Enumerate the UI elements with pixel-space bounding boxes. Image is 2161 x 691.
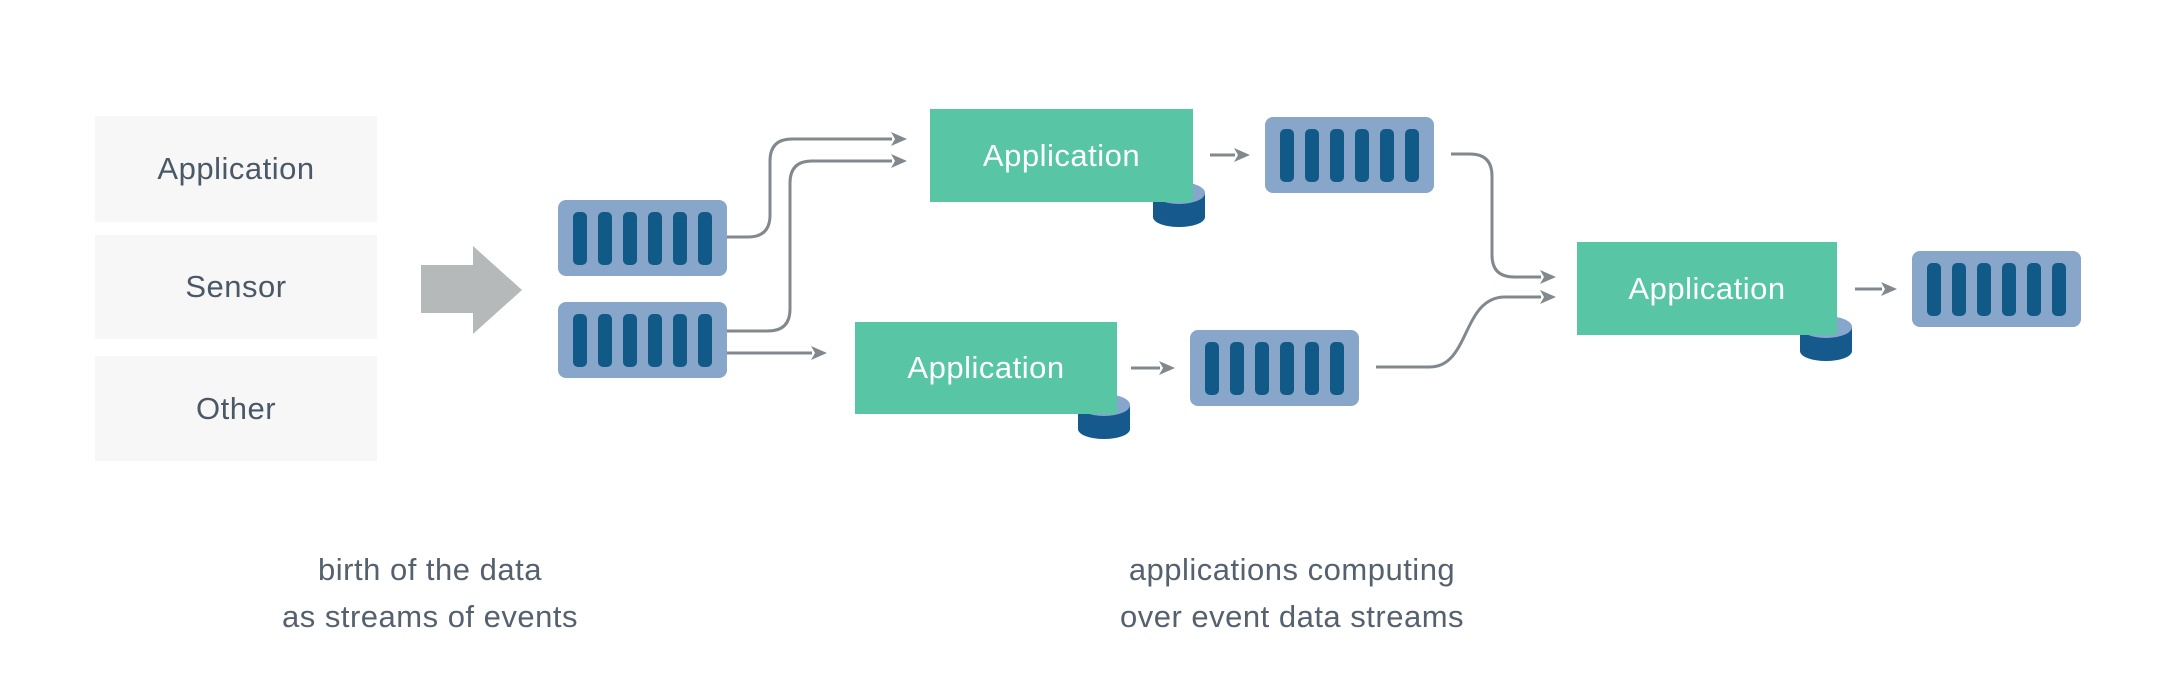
arrowhead-icon: [811, 346, 827, 360]
caption-line: over event data streams: [1119, 599, 1465, 634]
source-label: Application: [157, 151, 315, 186]
arrowhead-icon: [1881, 282, 1897, 296]
caption-applications-computing: applications computing over event data s…: [1042, 546, 1542, 640]
application-node-label: Application: [907, 350, 1065, 385]
arrowhead-icon: [891, 154, 907, 168]
source-box-sensor: Sensor: [95, 235, 377, 339]
caption-line: as streams of events: [281, 599, 578, 634]
application-node: Application: [930, 109, 1193, 202]
event-stream-icon: [1265, 117, 1434, 193]
connector-stream2-app1: [727, 159, 892, 333]
event-stream-icon: [1190, 330, 1359, 406]
event-stream-icon: [1912, 251, 2081, 327]
application-node-label: Application: [982, 137, 1141, 173]
event-stream-icon: [558, 200, 727, 276]
event-stream-icon: [558, 302, 727, 378]
arrowhead-icon: [891, 132, 907, 146]
arrowhead-icon: [1159, 361, 1175, 375]
arrowhead-icon: [1540, 290, 1556, 304]
application-node-label: Application: [1628, 270, 1786, 306]
arrowhead-icon: [1234, 148, 1250, 162]
connector-stream1-app1: [727, 137, 892, 239]
caption-birth-of-data: birth of the data as streams of events: [180, 546, 680, 640]
source-box-application: Application: [95, 116, 377, 222]
arrowhead-icon: [1540, 270, 1556, 284]
connector-stream3-app3: [1451, 152, 1541, 279]
caption-line: birth of the data: [318, 552, 542, 587]
source-label: Sensor: [185, 269, 287, 304]
flow-arrow-icon: [421, 246, 522, 334]
application-node: Application: [855, 322, 1117, 414]
caption-line: applications computing: [1128, 552, 1456, 587]
application-node: Application: [1577, 242, 1837, 335]
source-label: Other: [195, 390, 277, 426]
source-box-other: Other: [95, 356, 377, 461]
connector-stream4-app3: [1376, 295, 1541, 369]
